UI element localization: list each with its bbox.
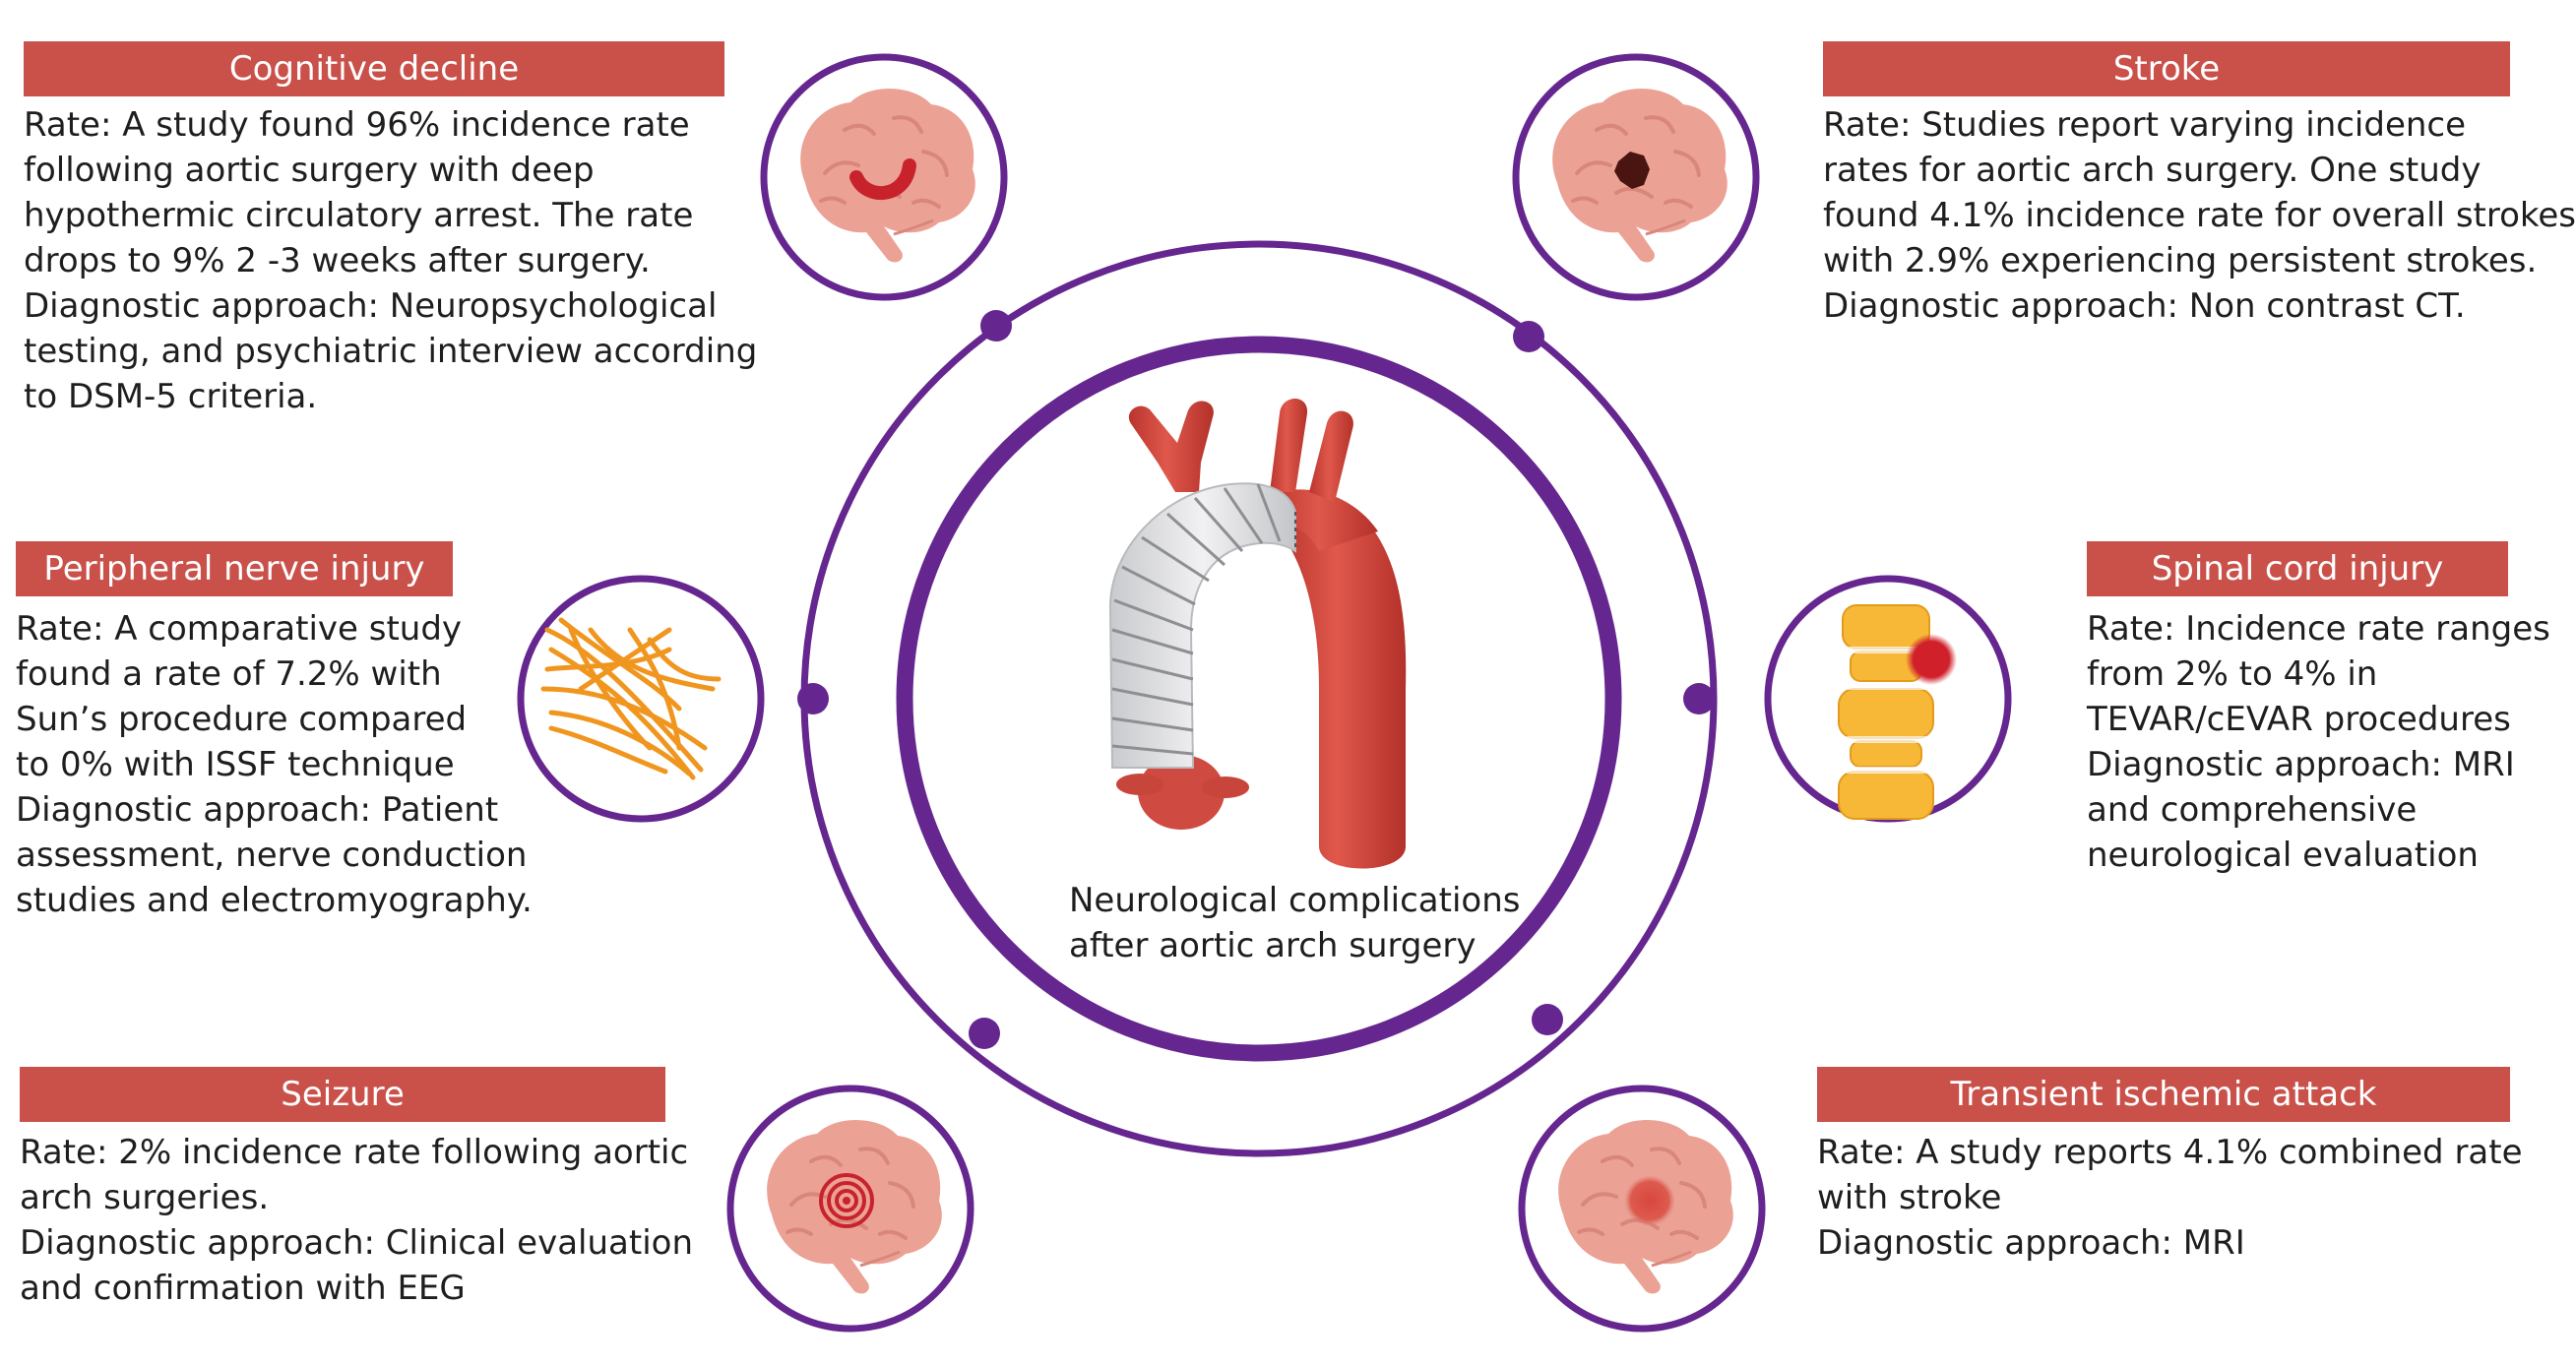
- banner-spinal-cord-injury: Spinal cord injury: [2087, 541, 2508, 596]
- text-line: Rate: A study reports 4.1% combined rate: [1817, 1133, 2523, 1172]
- text-line: Diagnostic approach: Non contrast CT.: [1823, 286, 2466, 326]
- text-line: Diagnostic approach: MRI: [2087, 745, 2515, 784]
- outer-ring: [800, 240, 1718, 1157]
- spine-lesion-icon: [1838, 604, 1957, 820]
- text-spinal-cord-injury: Rate: Incidence rate ranges from 2% to 4…: [2087, 606, 2550, 878]
- text-line: studies and electromyography.: [16, 881, 533, 920]
- text-line: and comprehensive: [2087, 790, 2418, 830]
- text-line: rates for aortic arch surgery. One study: [1823, 151, 2482, 190]
- text-line: to DSM-5 criteria.: [24, 377, 318, 416]
- text-line: drops to 9% 2 -3 weeks after surgery.: [24, 241, 651, 280]
- inner-ring: [896, 336, 1622, 1062]
- center-title-line: after aortic arch surgery: [1069, 926, 1476, 965]
- banner-cognitive-decline: Cognitive decline: [24, 41, 724, 96]
- text-peripheral-nerve-injury: Rate: A comparative study found a rate o…: [16, 606, 533, 923]
- text-line: Rate: A study found 96% incidence rate: [24, 105, 690, 145]
- text-line: Rate: Studies report varying incidence: [1823, 105, 2467, 145]
- text-line: neurological evaluation: [2087, 836, 2479, 875]
- text-line: Rate: 2% incidence rate following aortic: [20, 1133, 689, 1172]
- brain-arc-lesion-icon: [798, 86, 977, 265]
- text-line: with 2.9% experiencing persistent stroke…: [1823, 241, 2538, 280]
- text-line: Diagnostic approach: Patient: [16, 790, 499, 830]
- text-line: Diagnostic approach: MRI: [1817, 1223, 2245, 1263]
- text-line: found 4.1% incidence rate for overall st…: [1823, 196, 2576, 235]
- text-line: Diagnostic approach: Clinical evaluation: [20, 1223, 694, 1263]
- brain-infarct-icon: [1550, 86, 1729, 265]
- banner-peripheral-nerve-injury: Peripheral nerve injury: [16, 541, 453, 596]
- banner-seizure: Seizure: [20, 1067, 665, 1122]
- text-line: Rate: Incidence rate ranges: [2087, 609, 2550, 649]
- text-cognitive-decline: Rate: A study found 96% incidence rate f…: [24, 102, 757, 419]
- text-line: testing, and psychiatric interview accor…: [24, 332, 758, 371]
- brain-seizure-icon: [765, 1117, 944, 1296]
- text-line: Diagnostic approach: Neuropsychological: [24, 286, 718, 326]
- text-line: hypothermic circulatory arrest. The rate: [24, 196, 694, 235]
- text-line: assessment, nerve conduction: [16, 836, 528, 875]
- center-title-line: Neurological complications: [1069, 881, 1521, 920]
- text-line: TEVAR/cEVAR procedures: [2087, 700, 2511, 739]
- text-stroke: Rate: Studies report varying incidence r…: [1823, 102, 2576, 329]
- nerve-fibers-icon: [540, 617, 722, 780]
- text-transient-ischemic-attack: Rate: A study reports 4.1% combined rate…: [1817, 1130, 2523, 1266]
- text-line: and confirmation with EEG: [20, 1269, 466, 1308]
- text-line: Sun’s procedure compared: [16, 700, 468, 739]
- banner-transient-ischemic-attack: Transient ischemic attack: [1817, 1067, 2510, 1122]
- text-line: following aortic surgery with deep: [24, 151, 595, 190]
- text-line: Rate: A comparative study: [16, 609, 463, 649]
- text-line: arch surgeries.: [20, 1178, 270, 1217]
- text-line: found a rate of 7.2% with: [16, 654, 442, 694]
- diagram-artwork: [517, 53, 2012, 1333]
- text-seizure: Rate: 2% incidence rate following aortic…: [20, 1130, 693, 1311]
- text-line: from 2% to 4% in: [2087, 654, 2378, 694]
- ring-connector-dots: [797, 310, 1715, 1049]
- text-line: with stroke: [1817, 1178, 2002, 1217]
- aortic-arch-illustration: [1108, 399, 1407, 869]
- center-title: Neurological complications after aortic …: [1069, 878, 1520, 968]
- text-line: to 0% with ISSF technique: [16, 745, 455, 784]
- brain-ischemia-icon: [1556, 1117, 1735, 1296]
- banner-stroke: Stroke: [1823, 41, 2510, 96]
